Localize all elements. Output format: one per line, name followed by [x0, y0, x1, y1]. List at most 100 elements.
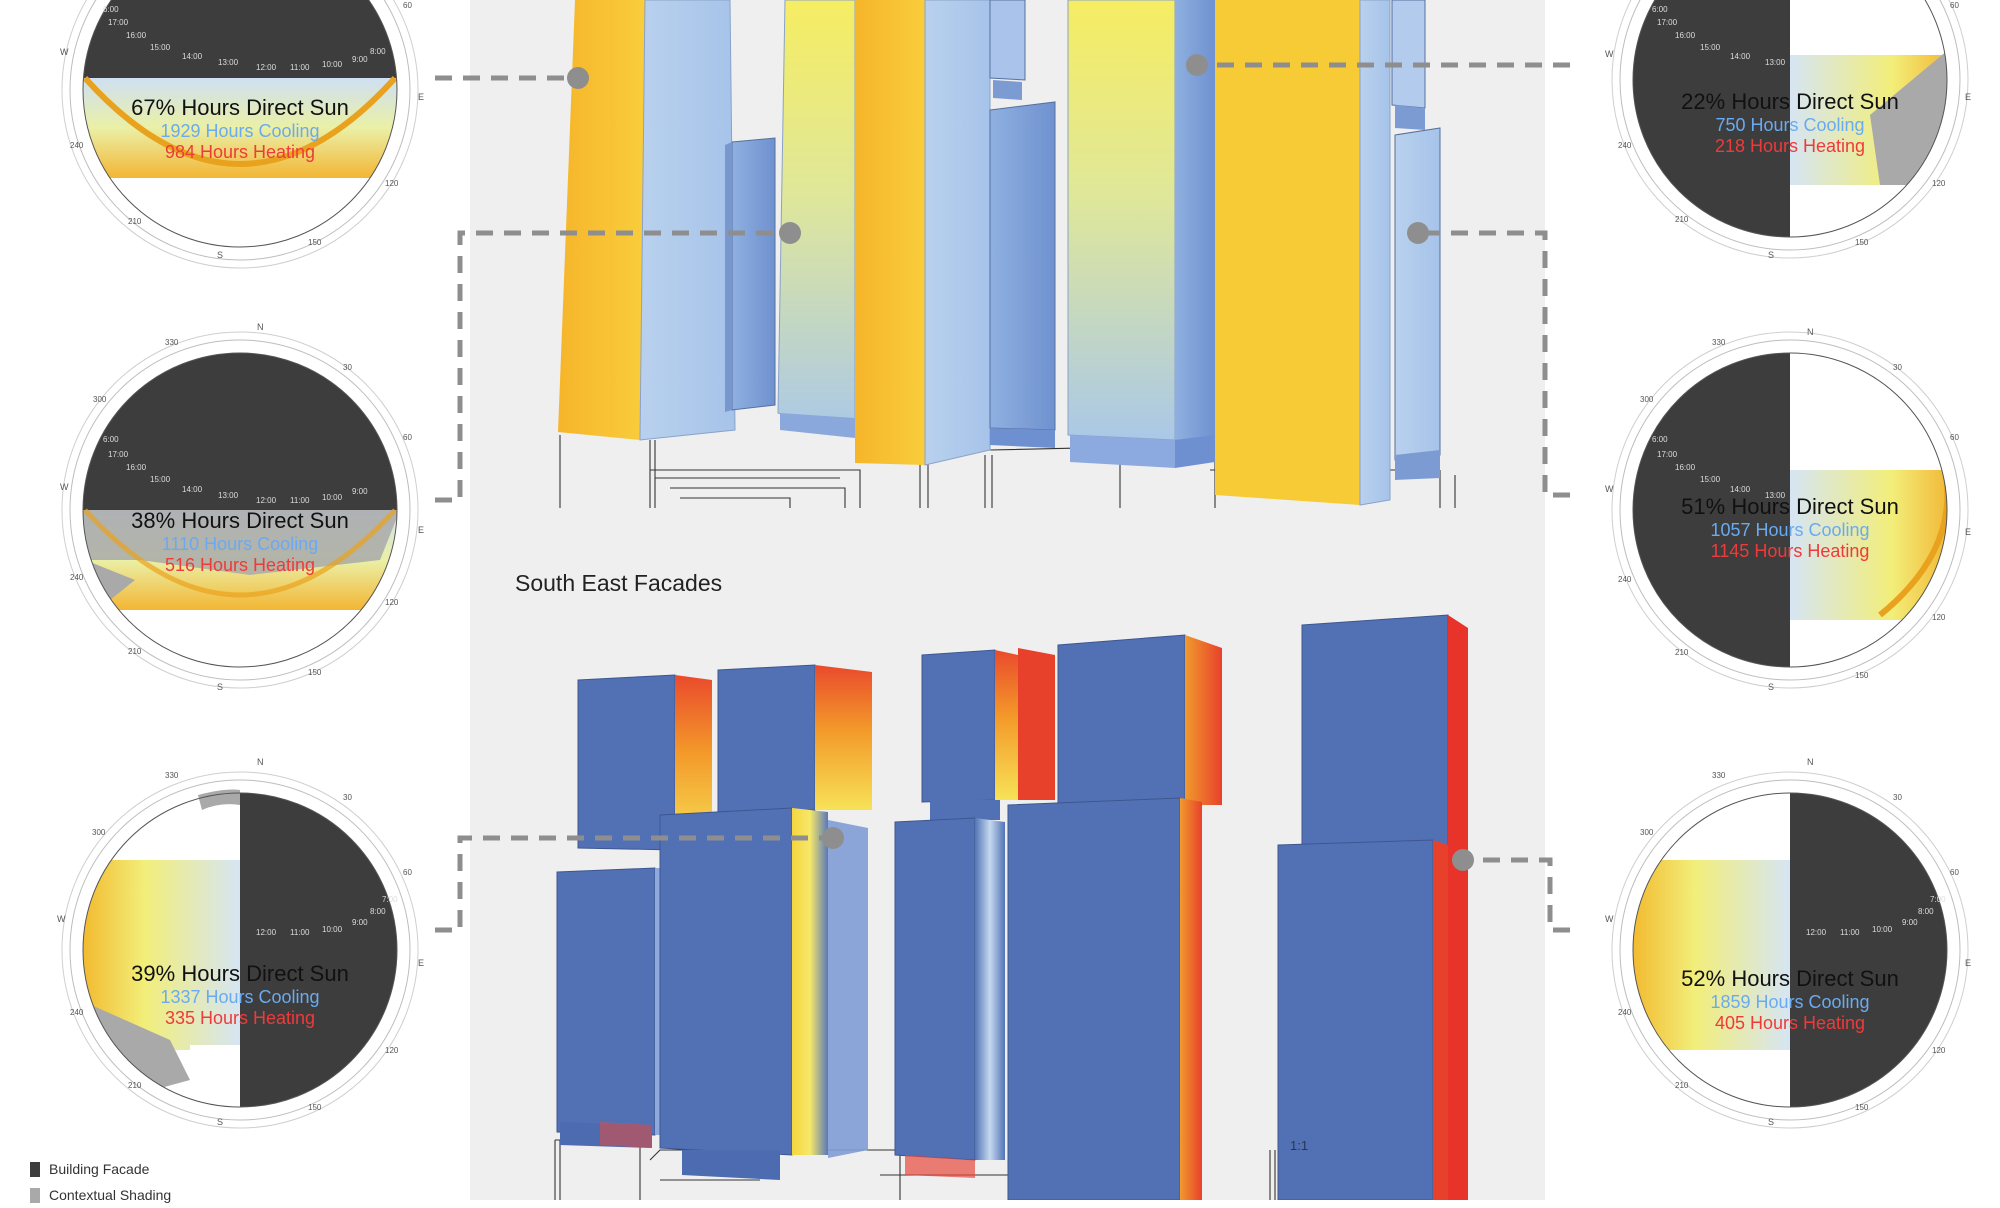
svg-text:13:00: 13:00 [218, 58, 239, 67]
svg-text:11:00: 11:00 [290, 496, 310, 505]
bearing-330-5: 330 [1712, 338, 1726, 347]
building-tag: 1:1 [1290, 1138, 1308, 1153]
bearing-120-2: 120 [385, 598, 399, 607]
block-g-side [1185, 635, 1222, 805]
connector-dot-1 [567, 67, 589, 89]
block-f-side [975, 818, 1005, 1160]
compass-s-4: S [1768, 250, 1774, 260]
facade-blue-small-1 [731, 137, 776, 411]
svg-text:10:00: 10:00 [1872, 925, 1893, 934]
svg-text:15:00: 15:00 [1700, 475, 1721, 484]
connector-sp6 [1463, 857, 1570, 933]
svg-text:12:00: 12:00 [1806, 928, 1827, 937]
legend: Building Facade Contextual Shading [30, 1156, 171, 1208]
svg-text:14:00: 14:00 [182, 52, 203, 61]
connector-dot-3 [822, 827, 844, 849]
compass-s-5: S [1768, 682, 1774, 692]
facade-orange-3 [855, 0, 925, 465]
facade-side-5 [1175, 0, 1215, 440]
bearing-300-3: 300 [92, 828, 106, 837]
block-e-front [921, 649, 996, 803]
compass-w-5: W [1605, 484, 1614, 494]
compass-n-6: N [1807, 757, 1814, 767]
svg-text:6:00: 6:00 [103, 435, 119, 444]
sunpath-diagram-3: N W E S 30 60 120 150 210 240 300 330 12… [57, 757, 424, 1129]
facade-yellowblue-5 [1067, 0, 1176, 441]
compass-e-1: E [418, 92, 424, 102]
svg-text:9:00: 9:00 [352, 918, 368, 927]
hour-labels-5: 6:00 17:00 16:00 15:00 14:00 13:00 [1652, 435, 1786, 500]
facade-blue-7b [1395, 105, 1425, 130]
svg-text:6:00: 6:00 [1652, 435, 1668, 444]
bearing-210-2: 210 [128, 647, 142, 656]
bearing-30-6: 30 [1893, 793, 1902, 802]
connector-dot-6 [1452, 849, 1474, 871]
compass-e-3: E [418, 958, 424, 968]
legend-label-shading: Contextual Shading [49, 1187, 172, 1203]
bearing-240-5: 240 [1618, 575, 1632, 584]
svg-text:9:00: 9:00 [1902, 918, 1918, 927]
compass-n-3: N [257, 757, 264, 767]
svg-text:14:00: 14:00 [1730, 485, 1751, 494]
hour-labels-1: 6:00 17:00 16:00 15:00 14:00 13:00 12:00… [103, 5, 386, 72]
bearing-300-5: 300 [1640, 395, 1654, 404]
svg-text:10:00: 10:00 [322, 493, 343, 502]
sunpath-diagram-4: W E S 60 120 150 210 240 6:00 17:00 16:0… [1605, 0, 1971, 260]
compass-s-6: S [1768, 1117, 1774, 1127]
bearing-30-3: 30 [343, 793, 352, 802]
svg-text:8:00: 8:00 [370, 47, 386, 56]
facade-base-7 [1395, 450, 1440, 480]
facade-blue-6 [1359, 0, 1391, 506]
facade-blue-7c [1394, 127, 1441, 461]
block-c-front [556, 867, 656, 1136]
bearing-330-3: 330 [165, 771, 179, 780]
block-b-side [815, 665, 872, 810]
block-f-base [905, 1155, 975, 1178]
svg-text:9:00: 9:00 [352, 55, 368, 64]
bearing-60-3: 60 [403, 868, 412, 877]
bearing-150-2: 150 [308, 668, 322, 677]
svg-text:8:00: 8:00 [370, 907, 386, 916]
bearing-210-5: 210 [1675, 648, 1689, 657]
hour-labels-2: 6:00 17:00 16:00 15:00 14:00 13:00 12:00… [103, 435, 368, 505]
svg-text:17:00: 17:00 [1657, 18, 1678, 27]
svg-text:8:00: 8:00 [1918, 907, 1934, 916]
bearing-150-5: 150 [1855, 671, 1869, 680]
svg-text:16:00: 16:00 [126, 463, 147, 472]
svg-text:13:00: 13:00 [218, 491, 239, 500]
compass-e-6: E [1965, 958, 1971, 968]
connector-dots [567, 54, 1474, 871]
bearing-60-6: 60 [1950, 868, 1959, 877]
section-title: South East Facades [515, 570, 723, 596]
bearing-240-1: 240 [70, 141, 84, 150]
svg-text:11:00: 11:00 [290, 63, 310, 72]
svg-text:17:00: 17:00 [108, 450, 129, 459]
facade-base-5-side [1175, 435, 1215, 468]
svg-text:11:00: 11:00 [1840, 928, 1860, 937]
bearing-210-4: 210 [1675, 215, 1689, 224]
compass-w-3: W [57, 914, 66, 924]
sunpath-diagram-1: W E S 60 120 150 210 240 6:00 17:00 16:0… [60, 0, 424, 269]
facade-orange-1 [558, 0, 645, 440]
bearing-120-6: 120 [1932, 1046, 1946, 1055]
facade-blue-4c [989, 101, 1056, 431]
bearing-60-2: 60 [403, 433, 412, 442]
bearing-240-3: 240 [70, 1008, 84, 1017]
svg-text:7:00: 7:00 [1930, 895, 1946, 904]
facade-yellowblue-2 [777, 0, 856, 436]
bearing-30-2: 30 [343, 363, 352, 372]
svg-text:12:00: 12:00 [256, 63, 277, 72]
facade-blue-7a [1391, 0, 1426, 109]
block-b-front [717, 664, 816, 813]
facade-blue-1 [639, 0, 736, 441]
svg-text:7:00: 7:00 [382, 895, 398, 904]
facade-base-5 [1070, 435, 1175, 468]
facade-base-4 [990, 428, 1055, 448]
svg-text:11:00: 11:00 [290, 928, 310, 937]
block-i-front [1301, 614, 1449, 851]
legend-item-shading: Contextual Shading [30, 1182, 171, 1208]
bearing-210-3: 210 [128, 1081, 142, 1090]
svg-text:17:00: 17:00 [108, 18, 129, 27]
